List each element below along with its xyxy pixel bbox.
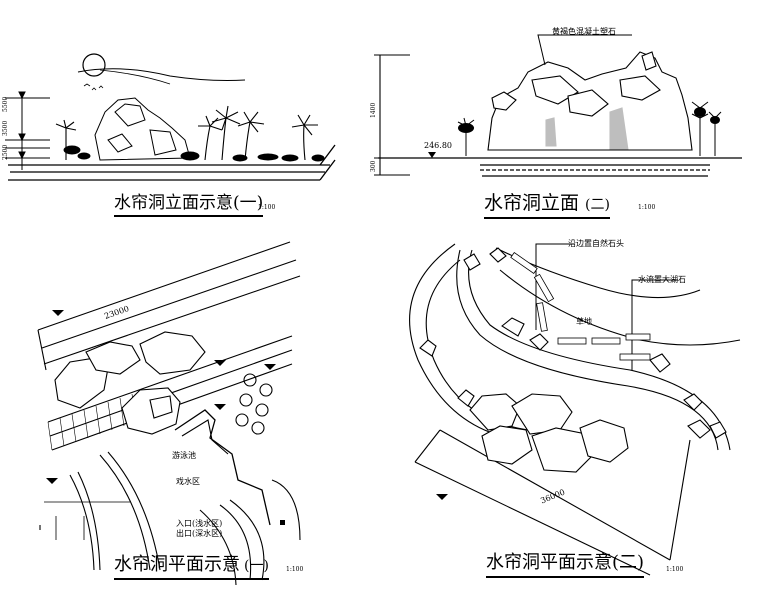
rockery <box>487 51 693 151</box>
plan-1-title: 水帘洞平面示意(一) <box>114 550 269 580</box>
dim-label-1400: 1400 <box>370 102 377 118</box>
level-markers <box>5 91 50 170</box>
plan-1-label-play: 戏水区 <box>176 477 200 486</box>
elevation-2-scale: 1:100 <box>638 204 656 211</box>
plan-2-scale: 1:100 <box>666 566 684 573</box>
dim-label-1: 5500 <box>2 96 9 112</box>
stepping-stones <box>510 251 651 361</box>
elevation-2-panel: 1400 300 246.80 黄褐色混凝土塑石 水帘洞立面(二) 1:100 <box>370 0 760 220</box>
plan-2-title: 水帘洞平面示意(二) <box>486 548 645 578</box>
rockery <box>94 97 191 161</box>
plan-1-label-pool: 游泳池 <box>172 451 196 460</box>
stone-edge-callout: 沿边置自然石头 <box>568 239 624 248</box>
palm-trees <box>55 105 318 161</box>
rock-callout-label: 黄褐色混凝土塑石 <box>552 27 616 36</box>
dim-label-2: 3500 <box>2 120 9 136</box>
lawn-label: 草地 <box>576 317 592 326</box>
dim-label-300: 300 <box>370 160 377 172</box>
plan-1-label-entrance: 入口(浅水区) <box>176 519 223 528</box>
elevation-1-panel: 5500 3500 2500 水帘洞立面示意(一) 1:100 <box>0 0 345 220</box>
plan-1-label-exit: 出口(深水区) <box>176 529 223 538</box>
plan-1-panel: 23000 游泳池 戏水区 入口(浅水区) 出口(深水区) 水帘洞平面示意(一)… <box>0 240 345 608</box>
plan-1-scale: 1:100 <box>286 566 304 573</box>
elevation-level-label: 246.80 <box>424 141 452 150</box>
plan-2-drawing <box>409 243 741 576</box>
dim-label-3: 2500 <box>2 144 9 160</box>
elevation-2-title: 水帘洞立面(二) <box>484 188 610 219</box>
sun-symbol <box>82 53 106 77</box>
plan-1-drawing <box>37 241 301 586</box>
elevation-1-drawing <box>5 53 336 181</box>
plan-2-panel: 沿边置自然石头 水流置大湖石 草地 36000 水帘洞平面示意(二) 1:100 <box>400 230 760 608</box>
lake-stone-callout: 水流置大湖石 <box>638 275 686 284</box>
elevation-2-drawing <box>374 34 742 177</box>
elevation-1-scale: 1:100 <box>258 204 276 211</box>
elevation-1-title: 水帘洞立面示意(一) <box>114 188 264 217</box>
